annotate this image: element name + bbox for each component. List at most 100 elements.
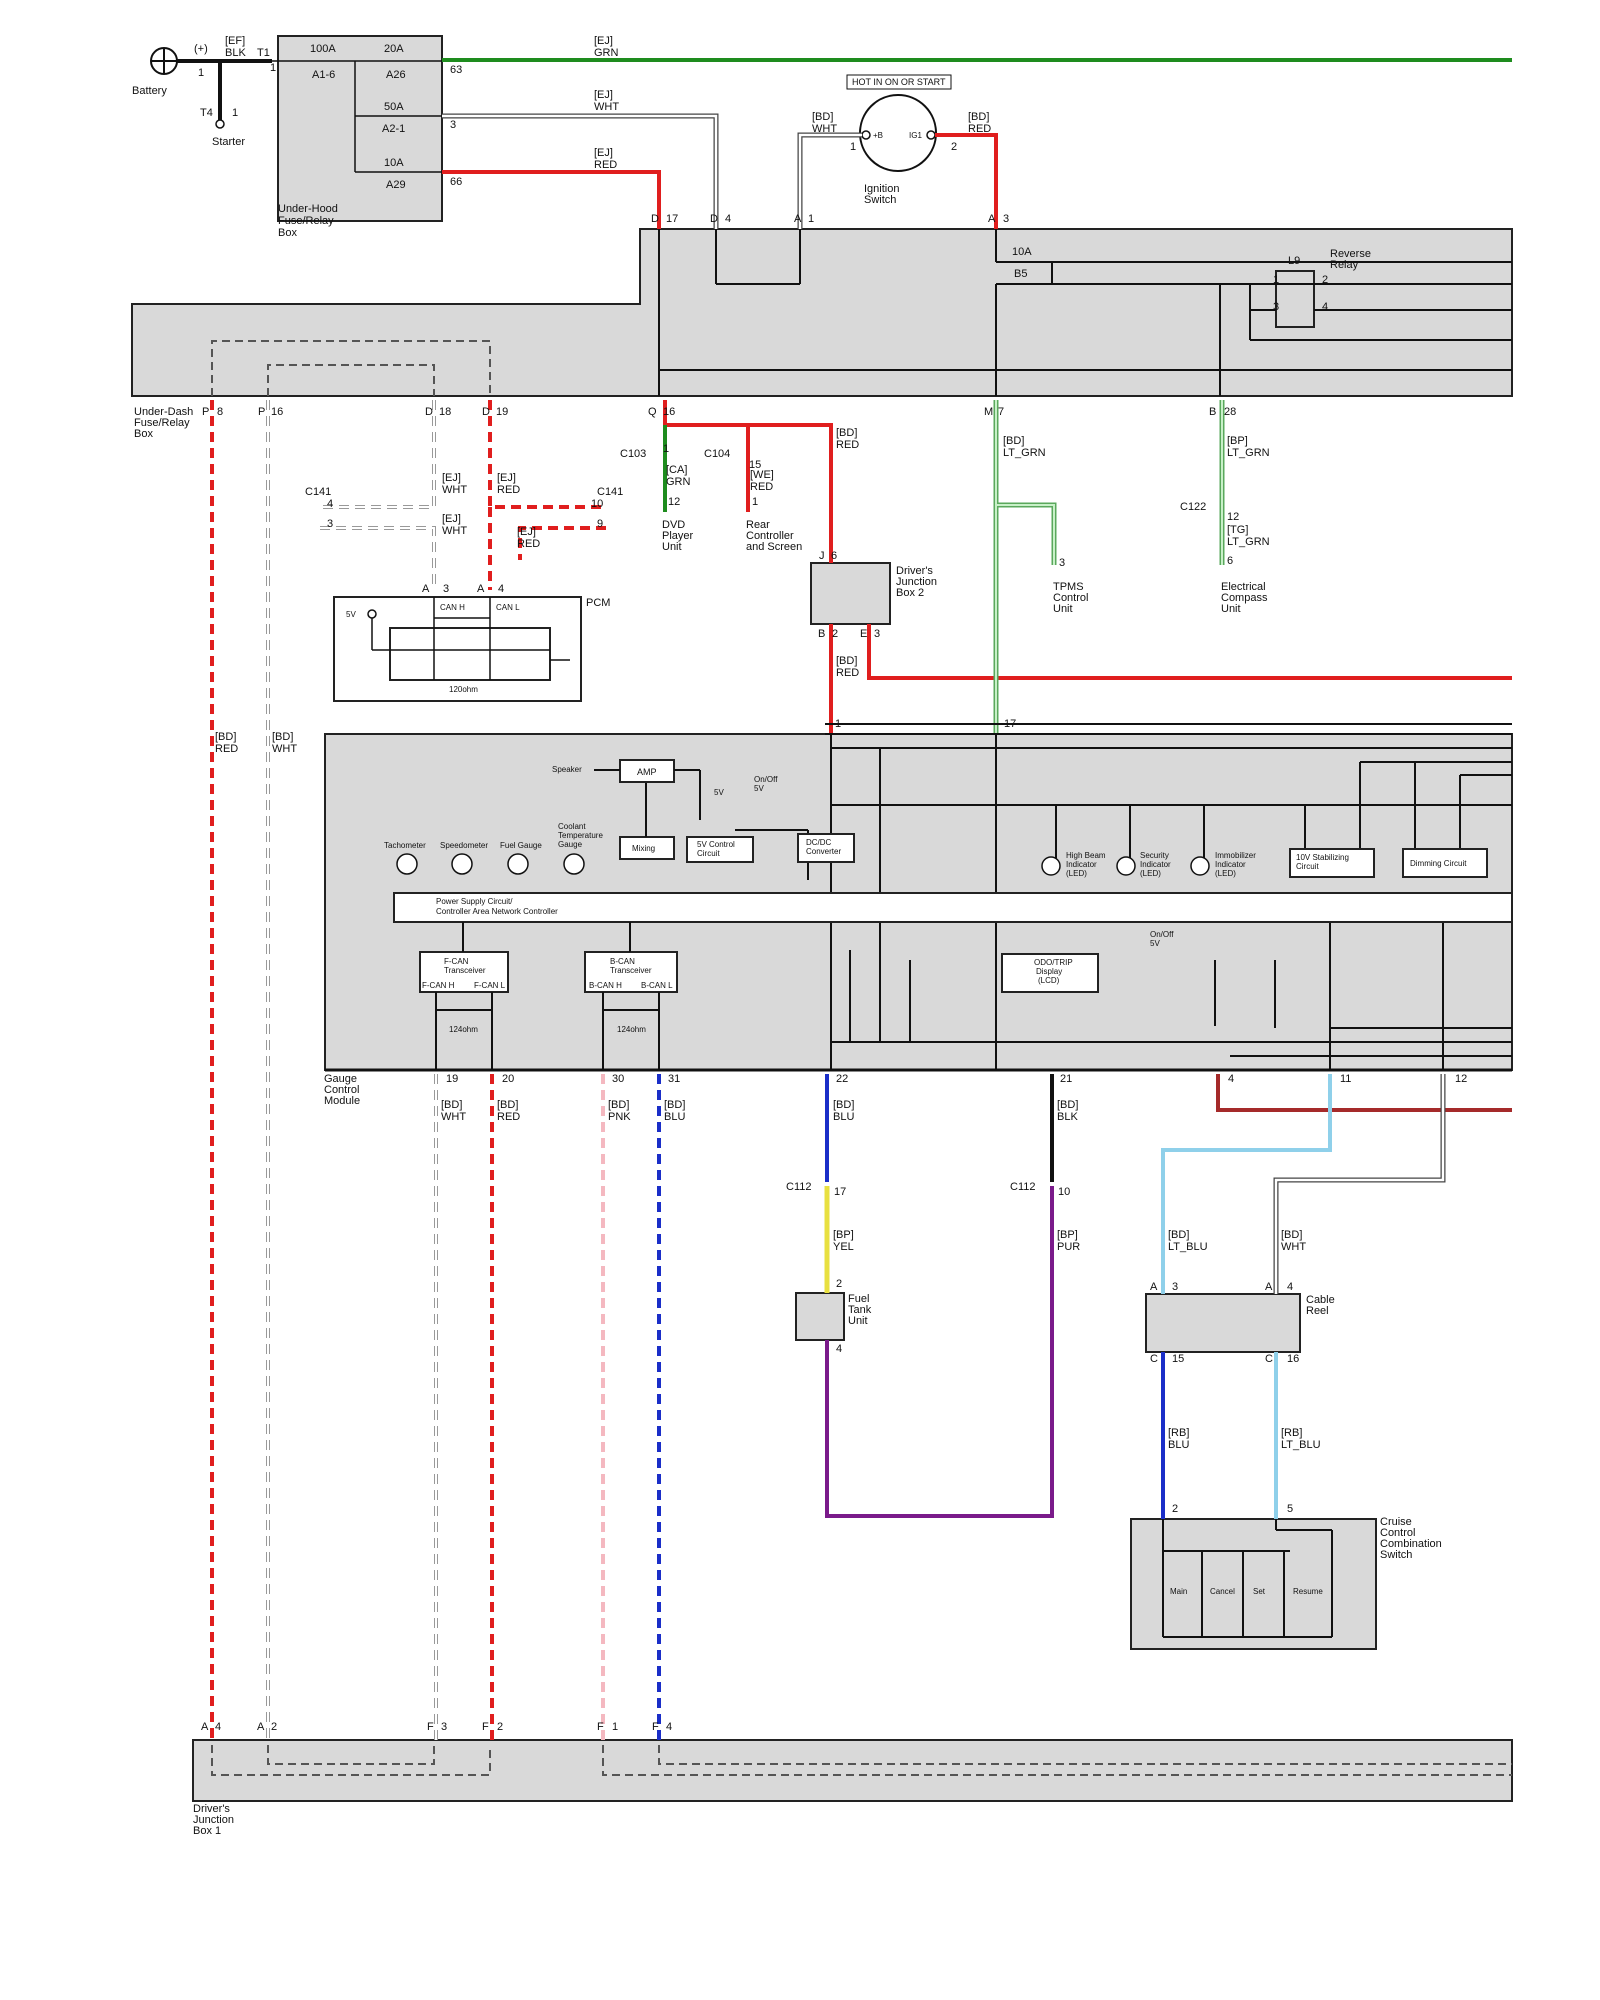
- fuse-2-amp: 20A: [384, 43, 404, 55]
- pin-label: D: [651, 213, 659, 225]
- pin-label: 16: [663, 406, 675, 418]
- drivers-junction-box-2: [810, 562, 891, 625]
- wire-tg-ltgrn-label: [TG]LT_GRN: [1227, 524, 1270, 548]
- reverse-relay-box: [1275, 270, 1315, 328]
- fuse-5-id: B5: [1014, 268, 1027, 280]
- c112b-label: C112: [1010, 1181, 1035, 1193]
- battery-plus-label: (+): [194, 43, 208, 55]
- wire-bd-wht-ign-label: [BD]WHT: [812, 111, 837, 135]
- wire-ej-wht-c141b-label: [EJ]WHT: [442, 513, 467, 537]
- battery-label: Battery: [132, 85, 167, 97]
- battery-wiring: [150, 47, 272, 129]
- wire-bp-pur-label: [BP]PUR: [1057, 1229, 1080, 1253]
- relay-id: L9: [1288, 255, 1300, 267]
- fuel-gauge-label: Fuel Gauge: [500, 841, 542, 850]
- speedo-label: Speedometer: [440, 841, 488, 850]
- wire-bd-wht-12: [1273, 1074, 1446, 1294]
- pin-label: 4: [327, 498, 333, 510]
- fuse-1-id: A1-6: [312, 69, 335, 81]
- c141-right: C141: [597, 486, 623, 498]
- pin-label: 9: [597, 518, 603, 530]
- pin-label: 10: [1058, 1186, 1070, 1198]
- pin-label: D: [710, 213, 718, 225]
- pin-label: 31: [668, 1073, 680, 1085]
- pin-label: 17: [834, 1186, 846, 1198]
- can-transceiver-wiring: [435, 769, 701, 1070]
- pin-label: 20: [502, 1073, 514, 1085]
- pin-label: 1: [1273, 274, 1279, 286]
- pin-label: 4: [666, 1721, 672, 1733]
- fcan-l-label: F-CAN L: [474, 981, 506, 990]
- pin-label: P: [258, 406, 265, 418]
- pin-label: A: [1265, 1281, 1273, 1293]
- pin-label: 1: [808, 213, 814, 225]
- wire-bd-red-left-label: [BD]RED: [215, 731, 238, 755]
- pin-label: 15: [749, 459, 761, 471]
- pin-label: 3: [441, 1721, 447, 1733]
- wire-dark-red-4: [1216, 1074, 1512, 1112]
- bcan-box: [584, 951, 678, 993]
- fcan-box: [419, 951, 509, 993]
- pin-label: 4: [215, 1721, 221, 1733]
- pin-label: 3: [450, 119, 456, 131]
- wire-ef-blk-label: [EF]BLK: [225, 35, 246, 59]
- dcdc-converter: [797, 833, 855, 863]
- pin-label: 4: [836, 1343, 842, 1355]
- pin-label: D: [482, 406, 490, 418]
- dimming-circuit: [1402, 848, 1488, 878]
- wire-ej-red-c141b-label: [EJ]RED: [517, 526, 540, 550]
- pin-label: 1: [232, 107, 238, 119]
- stab-circuit: [1289, 848, 1375, 878]
- cable-reel-box: [1145, 1293, 1301, 1353]
- pin-label: A: [477, 583, 485, 595]
- speaker-label: Speaker: [552, 765, 582, 774]
- wire-rb-blu-label: [RB]BLU: [1168, 1427, 1189, 1451]
- under-hood-fuse-box: [277, 35, 443, 222]
- pin-label: F: [597, 1721, 604, 1733]
- pin-label: 19: [496, 406, 508, 418]
- pin-label: 1: [850, 141, 856, 153]
- wire-bd-ltblu: [1161, 1074, 1332, 1294]
- under-dash-dashed-loop: [211, 340, 491, 396]
- wire-ej-red-c141: [488, 400, 606, 590]
- wire-bd-wht-19-label: [BD]WHT: [441, 1099, 466, 1123]
- fuse-5-amp: 10A: [1012, 246, 1032, 258]
- pin-label: 2: [836, 1278, 842, 1290]
- ignition-switch: [846, 74, 952, 172]
- djb1-dashed-loop: [211, 1745, 1512, 1776]
- wire-ej-red: [442, 170, 661, 229]
- pin-label: F: [427, 1721, 434, 1733]
- wire-bp-ltgrn-label: [BP]LT_GRN: [1227, 435, 1270, 459]
- wire-bd-ltgrn-label: [BD]LT_GRN: [1003, 435, 1046, 459]
- pin-label: 1: [752, 496, 758, 508]
- v5-label: 5V: [714, 788, 724, 797]
- pin-label: 4: [498, 583, 504, 595]
- hot-label: HOT IN ON OR START: [852, 77, 946, 87]
- wire-bd-wht-12-core: [1274, 1074, 1445, 1294]
- pcm-inner: [389, 627, 551, 681]
- pin-label: B: [1209, 406, 1216, 418]
- fuse-4-amp: 10A: [384, 157, 404, 169]
- pin-label: 1: [612, 1721, 618, 1733]
- gauge-top-bus: [825, 723, 1512, 735]
- cruise-set-label: Set: [1253, 1587, 1266, 1596]
- psu-label: Power Supply Circuit/Controller Area Net…: [436, 897, 558, 916]
- pin-label: C: [1150, 1353, 1158, 1365]
- bcan-h-label: B-CAN H: [589, 981, 622, 990]
- wire-bd-red-q16-label: [BD]RED: [836, 427, 859, 451]
- cruise-internals: [1162, 1519, 1333, 1638]
